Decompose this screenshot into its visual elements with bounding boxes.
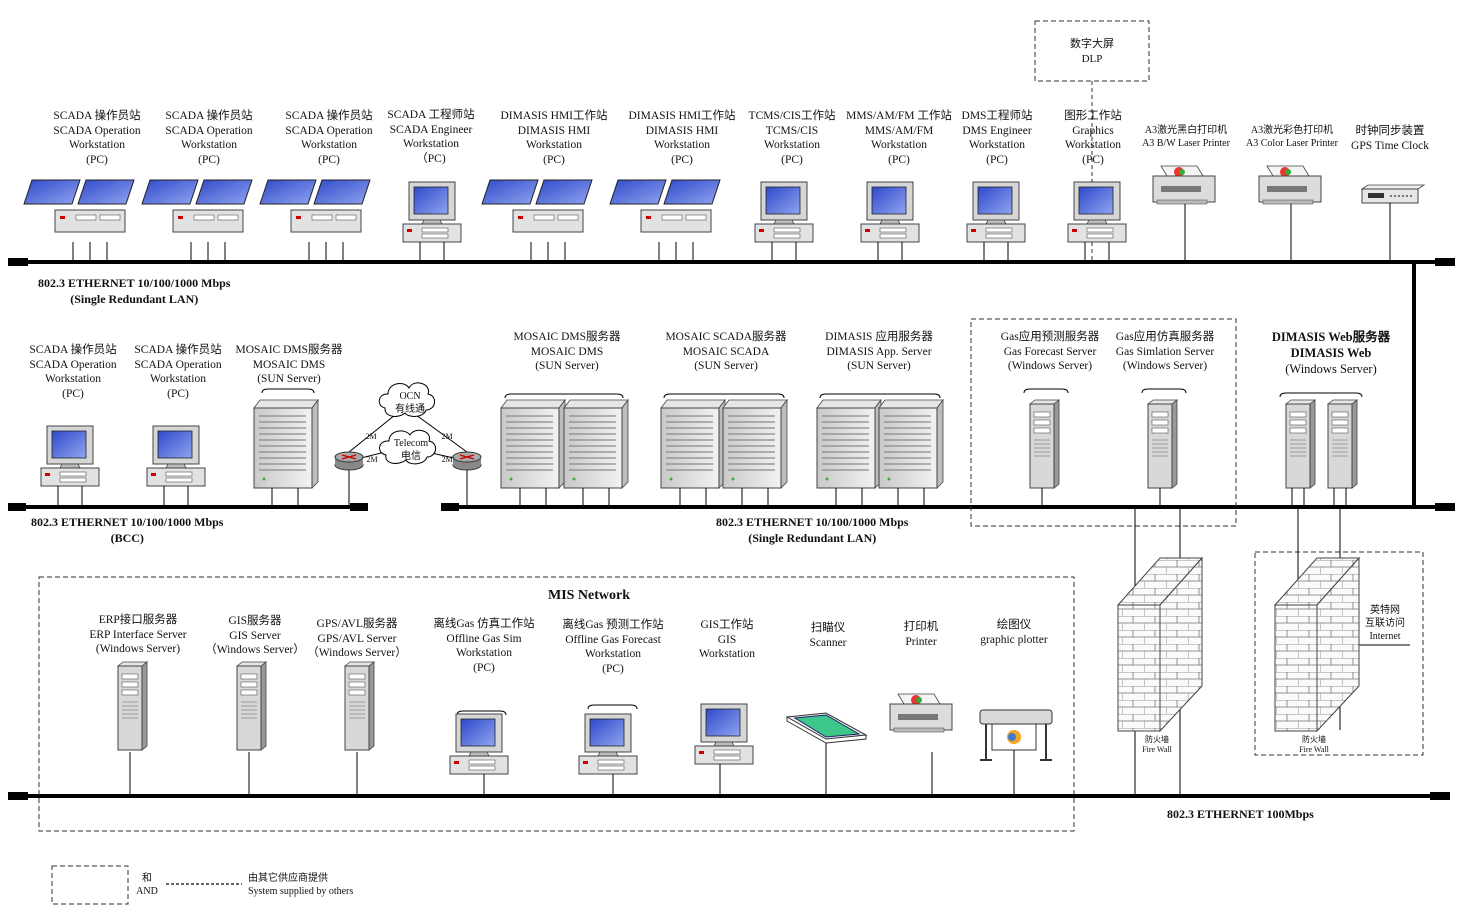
top-device-6[interactable] bbox=[609, 179, 721, 262]
bw-printer-device[interactable] bbox=[1152, 165, 1216, 262]
middle-lan-label: 802.3 ETHERNET 10/100/1000 Mbps(Single R… bbox=[716, 515, 909, 545]
mis-network-box bbox=[38, 576, 1075, 832]
top-device-8[interactable] bbox=[860, 181, 920, 262]
ocn-cloud bbox=[378, 382, 435, 417]
mis-device-offline-forecast[interactable] bbox=[578, 704, 638, 796]
top-lan-bus bbox=[8, 258, 1455, 266]
middle-lan-bus bbox=[441, 503, 1455, 511]
mis-device-erp[interactable] bbox=[117, 661, 148, 796]
bcc-device-2[interactable] bbox=[146, 425, 206, 507]
firewall-2[interactable] bbox=[1273, 556, 1361, 733]
mis-device-printer[interactable] bbox=[889, 693, 953, 796]
top-device-2[interactable] bbox=[141, 179, 253, 262]
mid-server-dms[interactable] bbox=[500, 393, 629, 507]
gas-servers-box bbox=[970, 318, 1237, 527]
color-printer-device[interactable] bbox=[1258, 165, 1322, 262]
mid-server-app[interactable] bbox=[816, 393, 944, 507]
mid-server-gas-simulation[interactable] bbox=[1141, 388, 1187, 507]
mid-server-gas-forecast[interactable] bbox=[1023, 388, 1069, 507]
link-label-3: 2M bbox=[366, 455, 378, 464]
top-device-3[interactable] bbox=[259, 179, 371, 262]
top-device-1[interactable] bbox=[23, 179, 135, 262]
top-device-5[interactable] bbox=[481, 179, 593, 262]
firewall-1[interactable] bbox=[1116, 556, 1204, 733]
bcc-lan-label: 802.3 ETHERNET 10/100/1000 Mbps(BCC) bbox=[31, 515, 224, 545]
gps-clock-device[interactable] bbox=[1360, 184, 1426, 262]
mis-lan-label: 802.3 ETHERNET 100Mbps bbox=[1167, 807, 1314, 821]
legend-and-box bbox=[51, 865, 129, 905]
mis-network-title: MIS Network bbox=[547, 588, 631, 603]
link-label-1: 2M bbox=[365, 432, 377, 441]
mis-device-gps-avl[interactable] bbox=[344, 661, 375, 796]
telecom-cloud bbox=[379, 429, 436, 465]
top-device-9[interactable] bbox=[966, 181, 1026, 262]
mis-device-gis-workstation[interactable] bbox=[694, 703, 754, 796]
link-label-4: 2M bbox=[441, 455, 453, 464]
mis-lan-bus bbox=[8, 792, 1450, 800]
router-right[interactable] bbox=[452, 451, 482, 471]
dlp-box bbox=[1034, 20, 1150, 82]
mid-server-scada[interactable] bbox=[660, 393, 788, 507]
mis-device-plotter[interactable] bbox=[979, 709, 1053, 796]
top-device-10[interactable] bbox=[1067, 181, 1127, 262]
top-device-7[interactable] bbox=[754, 181, 814, 262]
top-device-4[interactable] bbox=[402, 181, 462, 262]
router-left[interactable] bbox=[334, 451, 364, 471]
bcc-device-3[interactable] bbox=[253, 388, 319, 507]
mid-server-web[interactable] bbox=[1279, 392, 1363, 507]
mis-device-gis-server[interactable] bbox=[236, 661, 267, 796]
link-label-2: 2M bbox=[441, 432, 453, 441]
mis-device-offline-sim[interactable] bbox=[449, 710, 509, 796]
bcc-device-1[interactable] bbox=[40, 425, 100, 507]
mis-device-scanner[interactable] bbox=[785, 712, 868, 796]
top-lan-label: 802.3 ETHERNET 10/100/1000 Mbps(Single R… bbox=[38, 276, 231, 306]
internet-access-box bbox=[1254, 551, 1424, 756]
